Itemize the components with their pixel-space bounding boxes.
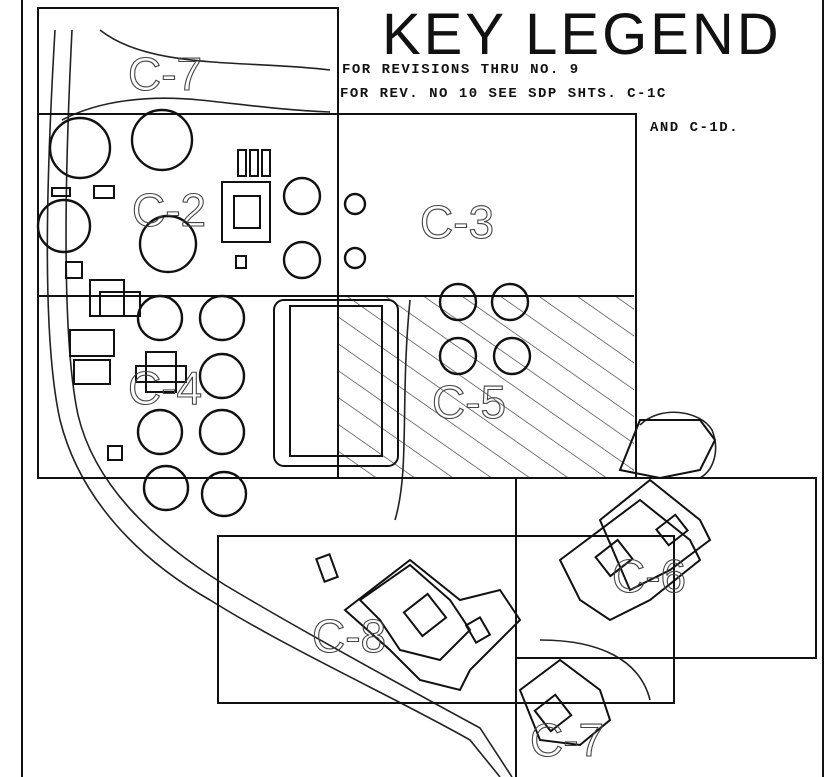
sheet-label-c5: C-5 <box>432 376 506 428</box>
sheet-label-c6: C-6 <box>612 550 686 602</box>
sheet-labels: C-7 C-2 C-3 C-4 C-5 C-6 C-8 C-7 <box>127 47 686 766</box>
sheet-label-c7-top: C-7 <box>128 48 202 100</box>
legend-note-line2: FOR REV. NO 10 SEE SDP SHTS. C-1C <box>340 86 667 102</box>
site-roads <box>46 29 717 777</box>
sheet-label-c4: C-4 <box>128 362 202 414</box>
c5-hatched-area <box>338 296 634 478</box>
sheet-label-c2: C-2 <box>132 184 206 236</box>
legend-note-line1: FOR REVISIONS THRU NO. 9 <box>342 62 580 78</box>
process-buildings <box>315 419 717 747</box>
sheet-limit-lines <box>37 7 817 777</box>
sheet-label-c8: C-8 <box>312 610 386 662</box>
storage-tanks <box>36 108 532 518</box>
sheet-label-c3: C-3 <box>420 196 494 248</box>
legend-title: KEY LEGEND <box>382 2 782 67</box>
legend-note-line3: AND C-1D. <box>650 120 740 136</box>
buildings <box>51 149 399 467</box>
sheet-label-c7-bottom: C-7 <box>530 714 604 766</box>
